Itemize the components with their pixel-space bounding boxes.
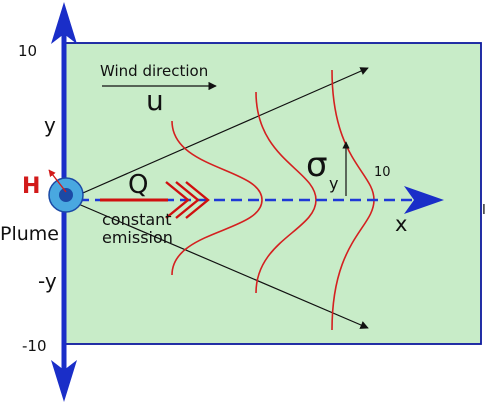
gaussian-profile-2 <box>255 91 317 294</box>
wind-symbol-label: u <box>146 84 164 117</box>
sigma-subscript-label: y <box>329 174 338 193</box>
emission-line2-label: emission <box>102 228 173 247</box>
y-top-tick-label: 10 <box>18 42 37 60</box>
source-height-label: H <box>22 174 40 199</box>
emission-rate-label: Q <box>128 170 148 200</box>
right-tick-label: 10 <box>374 165 391 180</box>
y-axis-top-arrowhead-icon <box>51 2 77 44</box>
y-axis-bottom-arrowhead-icon <box>51 360 77 402</box>
plume-lower-envelope <box>75 202 369 329</box>
source-name-label: Plume <box>0 223 59 245</box>
sigma-label: σ <box>306 145 328 185</box>
emission-arrow <box>100 181 210 219</box>
triple-chevron-arrow-icon <box>165 181 210 219</box>
y-negative-label: -y <box>38 269 57 293</box>
wind-direction-label: Wind direction <box>100 62 208 80</box>
plume-source <box>48 169 84 213</box>
plume-upper-envelope <box>75 67 369 197</box>
source-height-arrow <box>48 169 67 193</box>
y-bottom-tick-label: -10 <box>22 337 47 355</box>
right-edge-mark: I <box>482 203 486 218</box>
y-positive-label: y <box>44 113 56 137</box>
gaussian-profile-1 <box>171 120 263 276</box>
emission-line1-label: constant <box>102 210 172 229</box>
x-axis-arrowhead-icon <box>404 186 444 214</box>
x-axis-label: x <box>395 212 407 236</box>
